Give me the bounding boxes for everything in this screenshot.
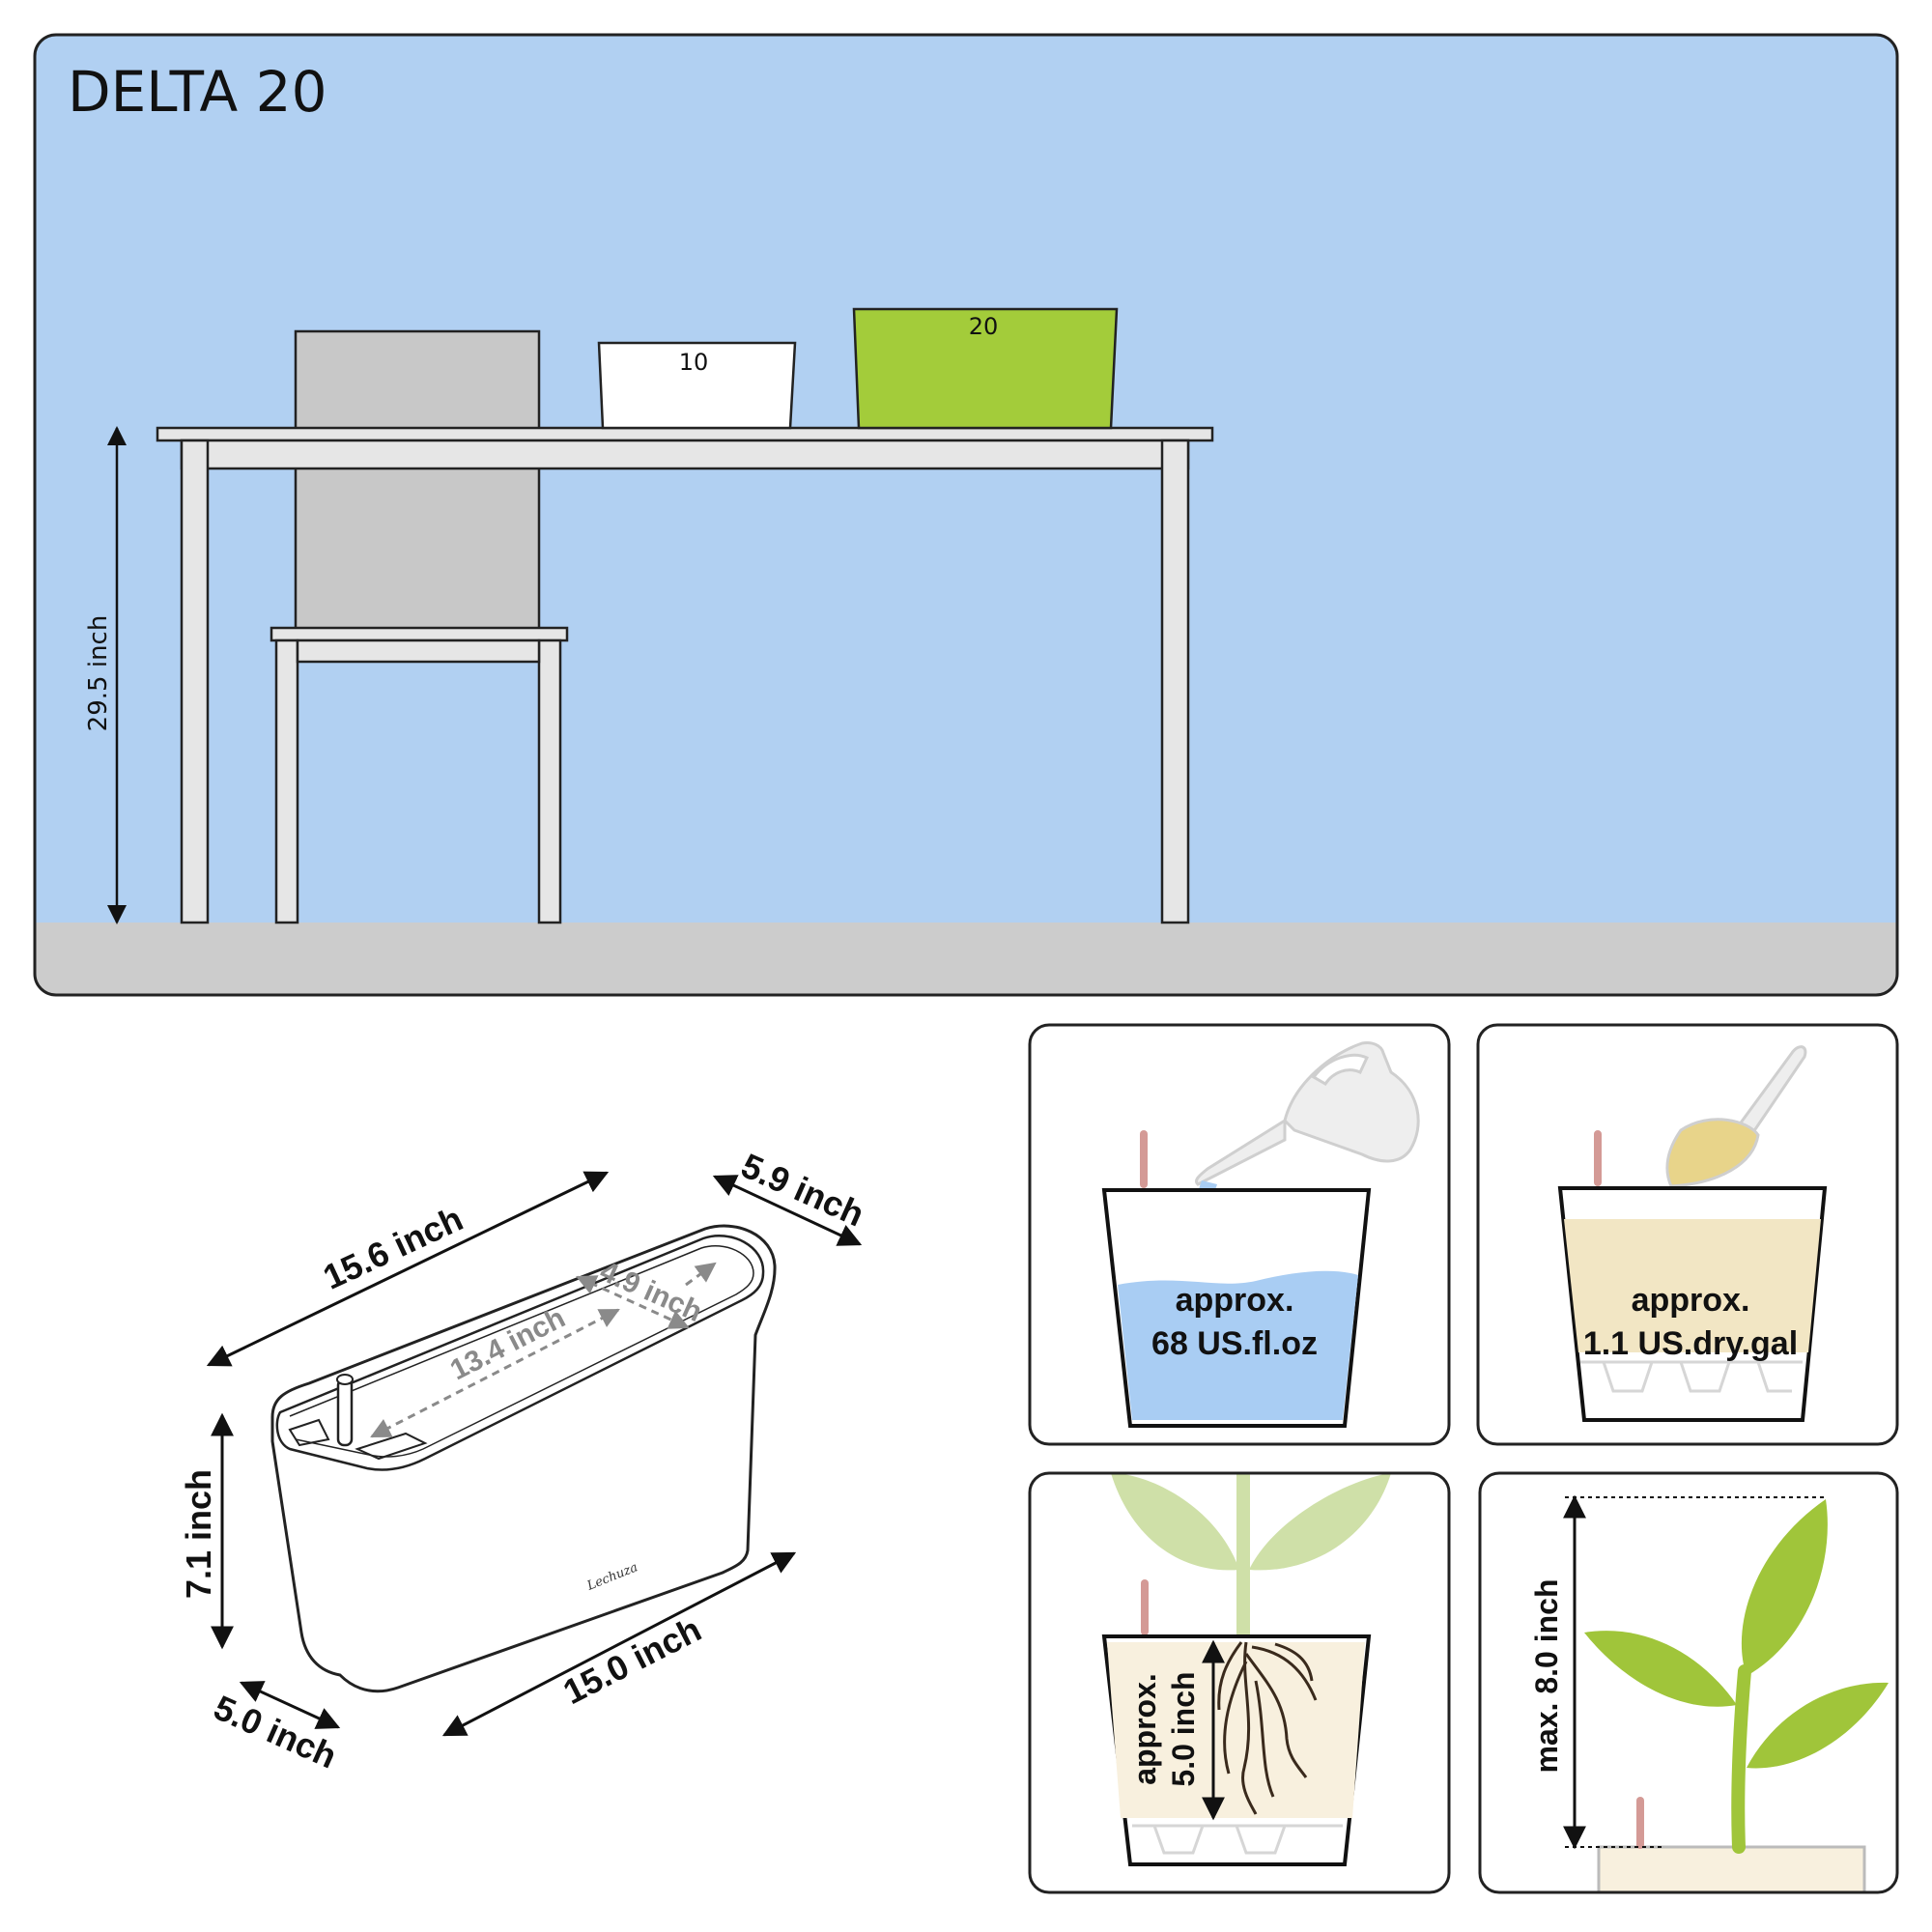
length-top-arrow	[206, 1171, 610, 1367]
depth-bottom-arrow	[239, 1681, 341, 1729]
table-height-label: 29.5 inch	[84, 615, 113, 732]
panel-soil-capacity: approx. 1.1 US.dry.gal	[1476, 1023, 1899, 1446]
planter-dimension-drawing: Lechuza 13.4 inch 4.9 inch 15.6 inch 5.9…	[179, 1146, 870, 1776]
plant-leaf-right	[1747, 1682, 1889, 1769]
panel-water-capacity: approx. 68 US.fl.oz	[1028, 1023, 1451, 1446]
plant-height-label: max. 8.0 inch	[1529, 1579, 1564, 1774]
water-line2: 68 US.fl.oz	[1151, 1325, 1318, 1362]
chair-back	[294, 329, 541, 633]
watering-can-icon	[1194, 1041, 1420, 1186]
faded-leaf-left	[1111, 1473, 1239, 1571]
faded-leaf-right	[1249, 1473, 1391, 1571]
table	[156, 426, 1214, 924]
water-line1: approx.	[1176, 1282, 1294, 1319]
soil-line2: 1.1 US.dry.gal	[1583, 1325, 1798, 1362]
depth-bottom-label: 5.0 inch	[209, 1688, 343, 1776]
roots	[1217, 1641, 1318, 1815]
depth-top-label: 5.9 inch	[736, 1146, 870, 1235]
plant-stem	[1731, 1664, 1751, 1854]
length-bottom-arrow	[441, 1551, 797, 1737]
chair	[270, 626, 569, 924]
trowel-icon	[1736, 1045, 1807, 1134]
roots-line1: approx.	[1127, 1673, 1162, 1785]
panel-root-depth: approx. 5.0 inch	[1028, 1471, 1451, 1894]
water-level-indicator	[336, 1378, 354, 1447]
soil-line1: approx.	[1632, 1282, 1750, 1319]
floor	[35, 923, 1897, 995]
water-fill	[1118, 1270, 1358, 1420]
plant-leaf-left	[1584, 1631, 1737, 1707]
product-title: DELTA 20	[68, 59, 327, 125]
length-top-label: 15.6 inch	[317, 1199, 469, 1297]
panel-plant-height: max. 8.0 inch	[1478, 1471, 1899, 1894]
height-label: 7.1 inch	[179, 1469, 218, 1599]
roots-line2: 5.0 inch	[1166, 1671, 1201, 1786]
plant-leaf-top	[1741, 1499, 1828, 1676]
depth-top-arrow	[712, 1175, 863, 1246]
room-scene: DELTA 20 10 20 29.5 inch	[33, 33, 1899, 997]
scene-frame	[33, 33, 1899, 997]
planter-large	[852, 307, 1119, 430]
soil-fill	[1564, 1219, 1821, 1352]
planter-small-label: 10	[679, 349, 709, 376]
planter-small	[597, 341, 797, 430]
planter-large-label: 20	[969, 313, 999, 340]
